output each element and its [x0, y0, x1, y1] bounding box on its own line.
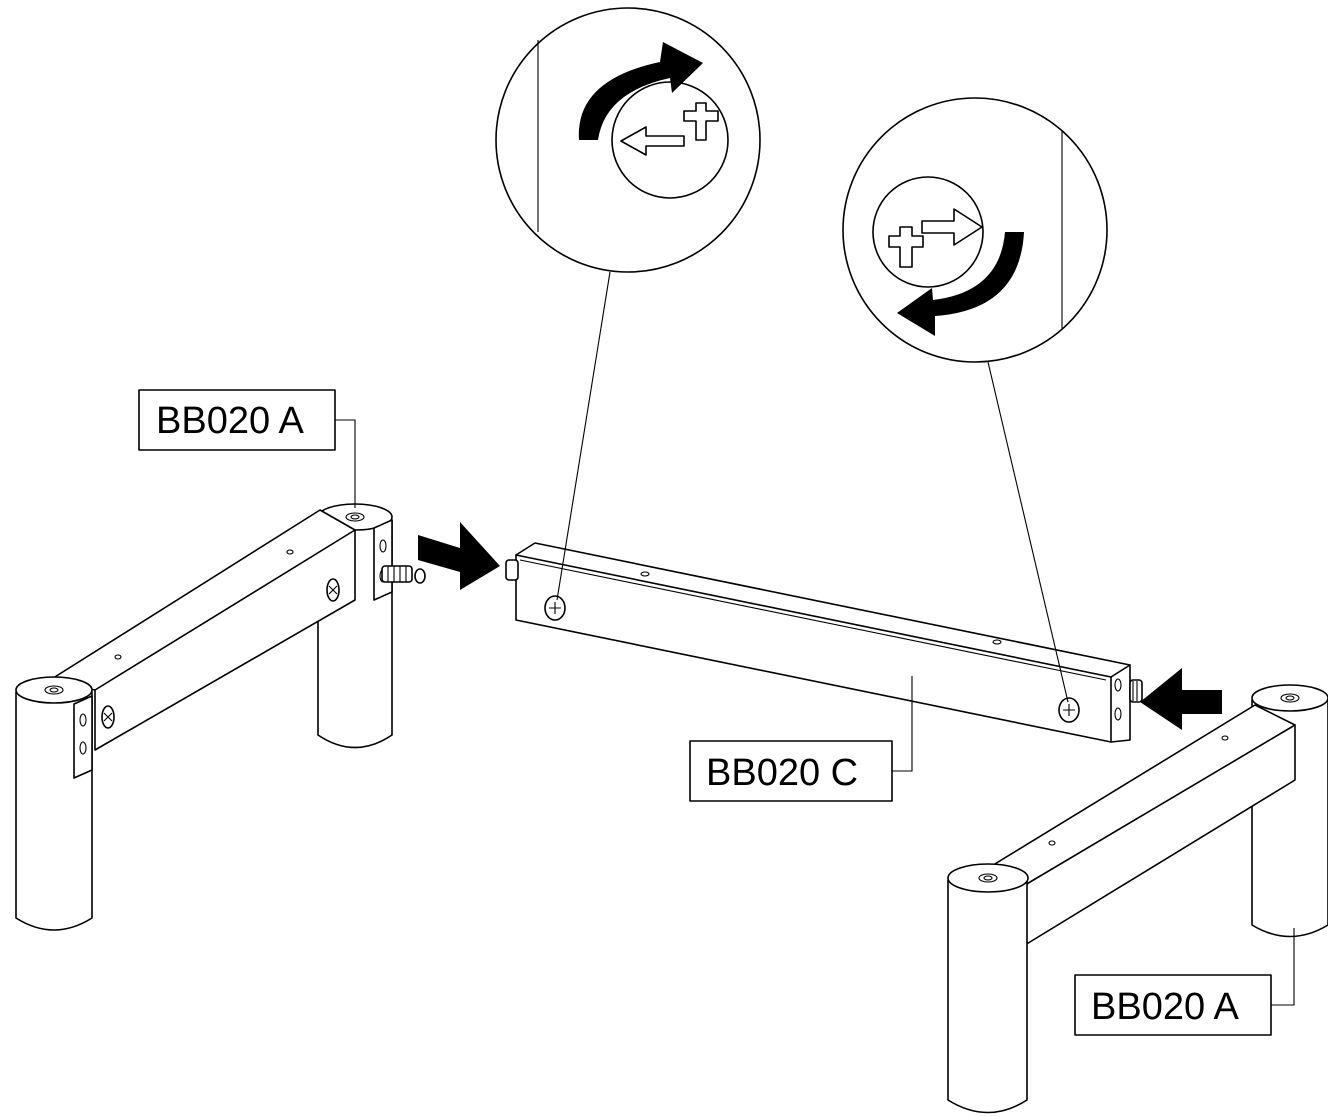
detail-callout-counterclockwise — [842, 97, 1108, 703]
label-bb020a-right: BB020 A — [1074, 928, 1295, 1036]
label-bb020a-left: BB020 A — [138, 389, 356, 508]
left-front-post-top — [15, 676, 93, 704]
cam-lock-arrow-left-icon — [620, 126, 685, 156]
right-leg-assembly — [947, 684, 1328, 1114]
right-front-post — [947, 879, 1028, 1114]
clockwise-arrow-icon — [578, 42, 703, 140]
label-bb020a-left-text: BB020 A — [156, 400, 305, 442]
left-rail — [49, 509, 356, 751]
cam-bolt-left — [381, 565, 426, 584]
label-bb020c-text: BB020 C — [706, 752, 858, 794]
counterclockwise-arrow-icon — [897, 232, 1024, 336]
push-arrow-left-icon — [1140, 668, 1222, 730]
detail-callout-clockwise — [495, 7, 761, 601]
left-front-post — [15, 691, 93, 931]
cam-lock-arrow-right-icon — [921, 208, 983, 246]
label-bb020c: BB020 C — [689, 676, 913, 802]
left-leg-assembly — [15, 503, 426, 931]
right-rail — [984, 704, 1296, 946]
center-rail — [505, 542, 1143, 743]
right-front-post-top — [947, 863, 1029, 893]
push-arrow-right-icon — [418, 522, 500, 590]
label-bb020a-right-text: BB020 A — [1091, 986, 1240, 1028]
right-back-post-top — [1251, 684, 1328, 712]
